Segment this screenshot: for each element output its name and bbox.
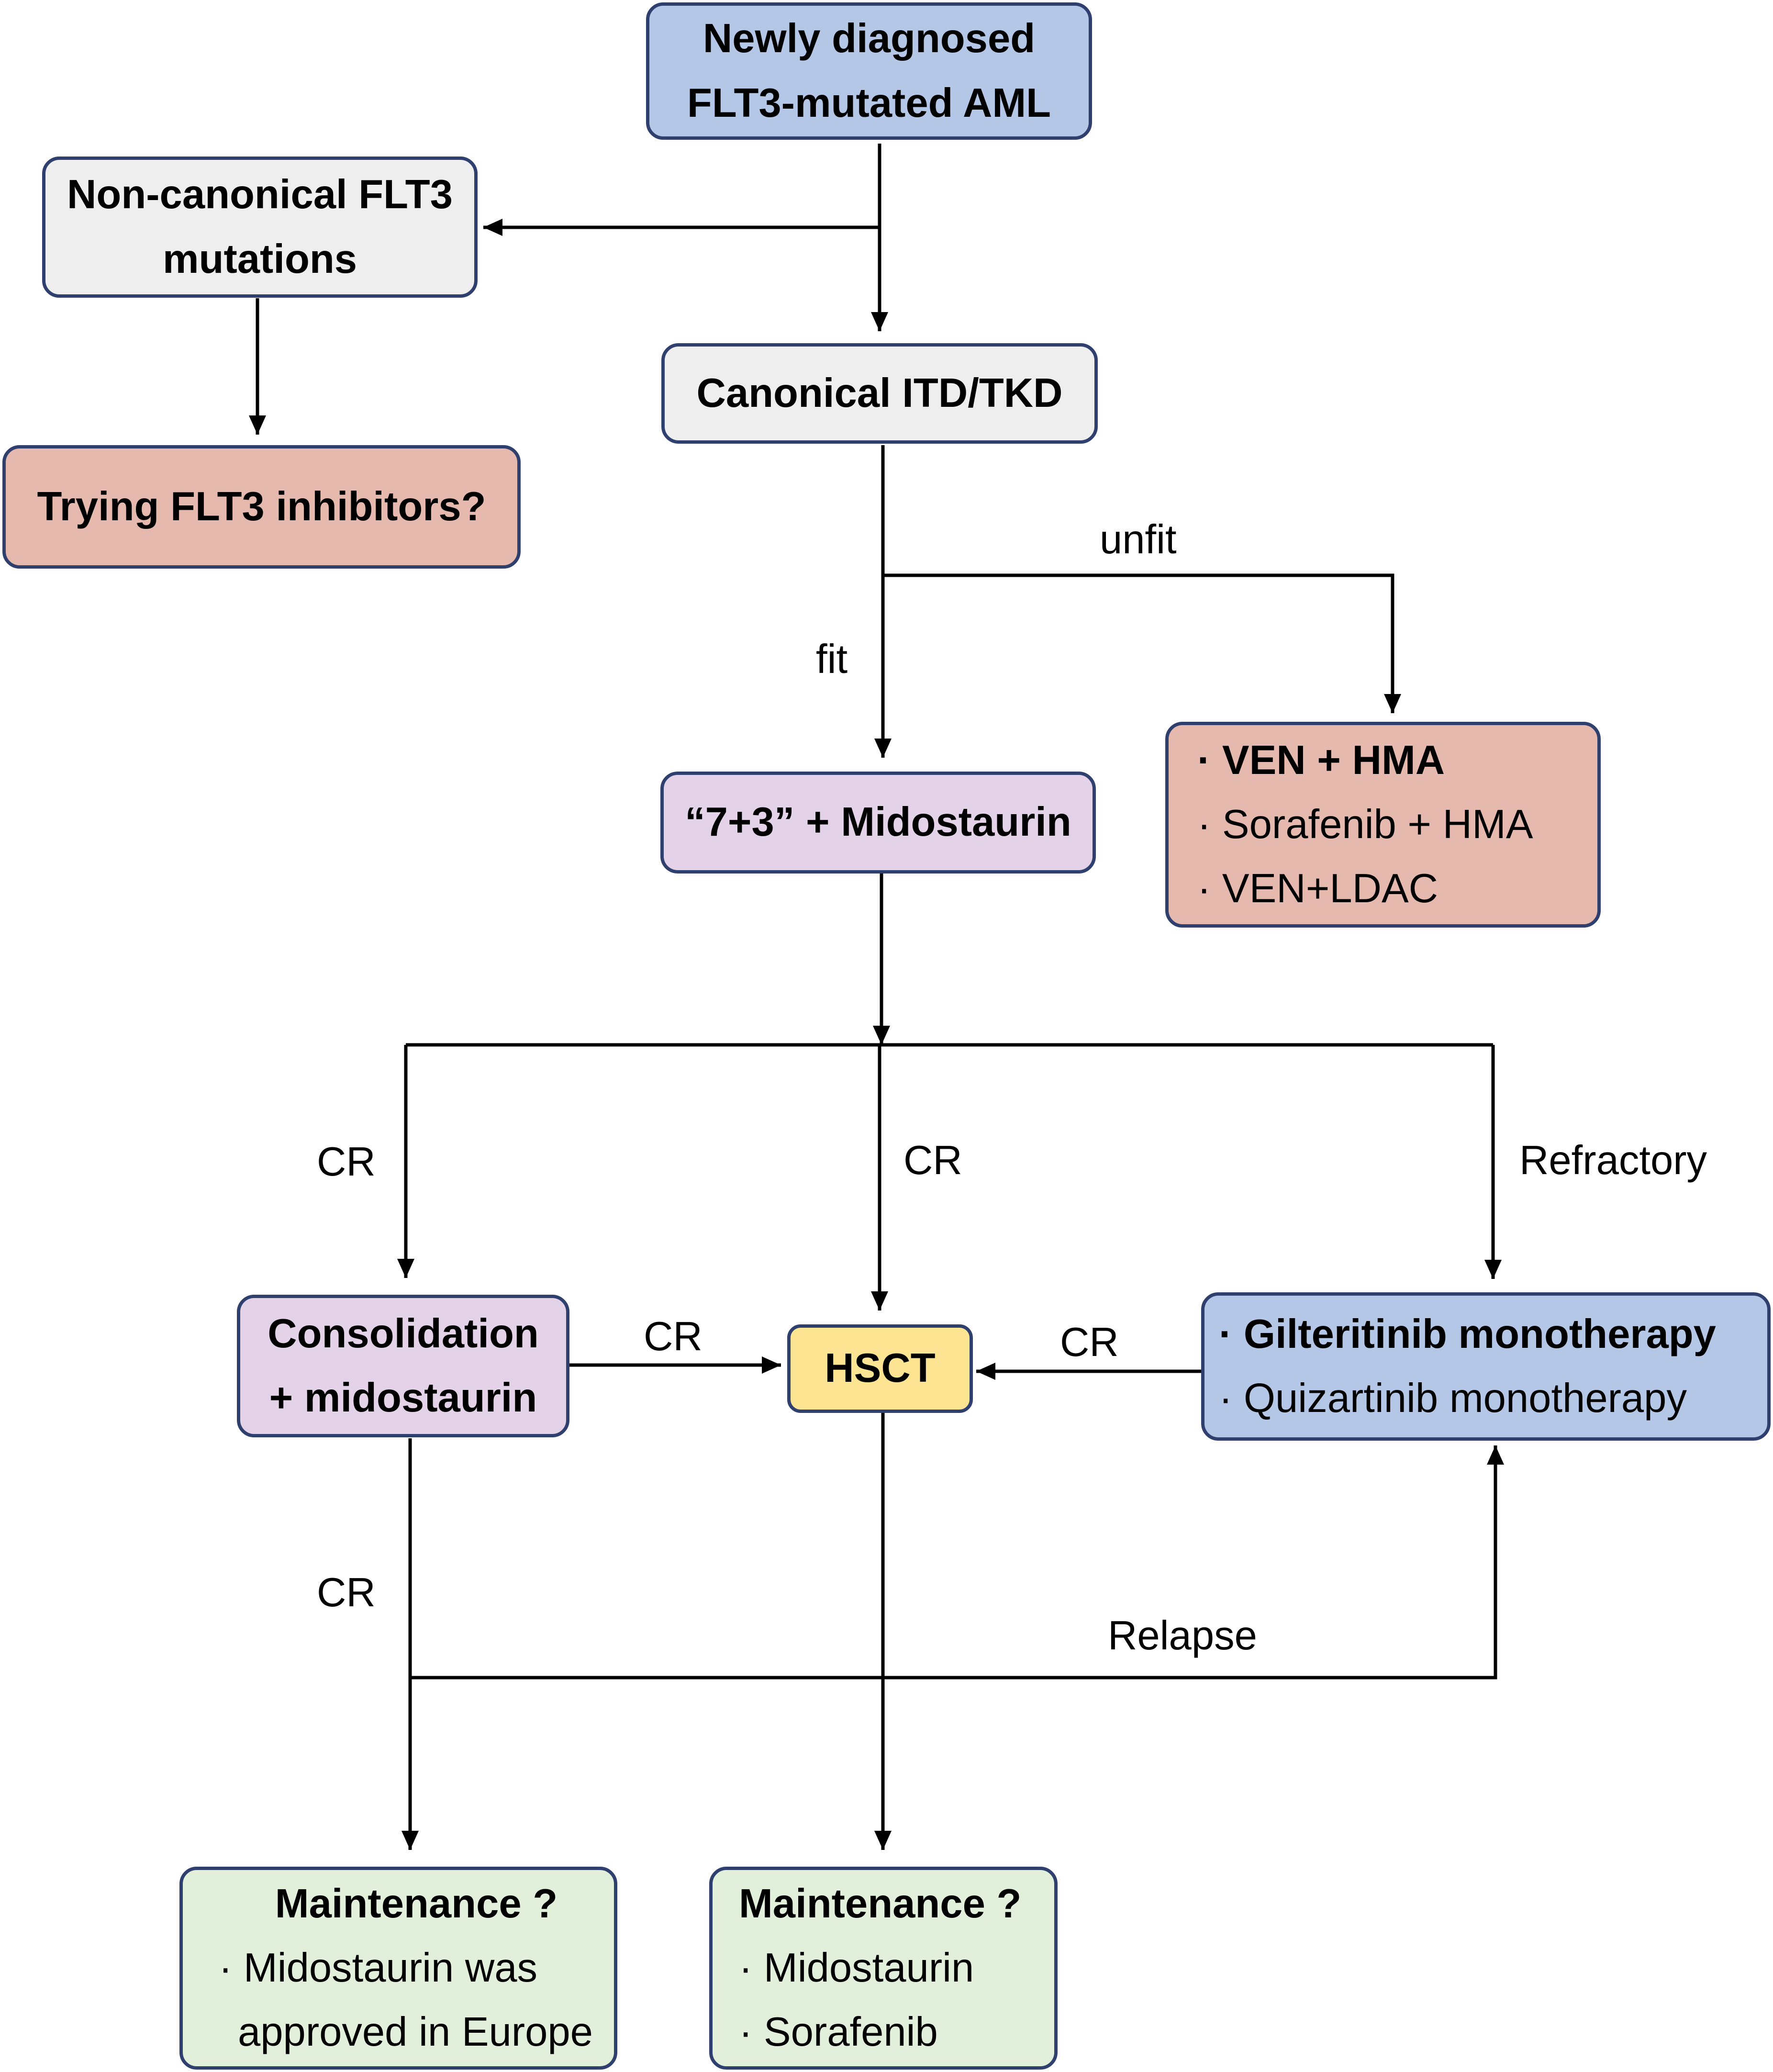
node-consolidation-line-1: Consolidation <box>268 1310 539 1356</box>
node-consolidation: Consolidation + midostaurin <box>237 1295 569 1437</box>
node-newly-diagnosed: Newly diagnosed FLT3-mutated AML <box>646 2 1092 140</box>
node-unfit-regimens-line-1: · VEN + HMA <box>1197 737 1445 783</box>
node-salvage: · Gilteritinib monotherapy · Quizartinib… <box>1201 1292 1771 1441</box>
arrow-unfit-branch <box>883 573 1401 713</box>
node-newly-diagnosed-line-2: FLT3-mutated AML <box>687 80 1051 126</box>
arrow-relapse <box>410 1445 1504 1680</box>
edge-label-unfit: unfit <box>1100 517 1177 562</box>
node-hsct-line-1: HSCT <box>825 1345 936 1391</box>
node-trying-inhibitors-line-1: Trying FLT3 inhibitors? <box>37 483 486 529</box>
edge-label-cr-left: CR <box>317 1139 376 1185</box>
edge-label-cr-consolidation-hsct: CR <box>644 1314 703 1359</box>
node-unfit-regimens-line-2: · Sorafenib + HMA <box>1197 801 1533 847</box>
node-maintenance-left-line-1: Maintenance ? <box>275 1881 558 1926</box>
node-hsct: HSCT <box>787 1324 973 1413</box>
node-trying-inhibitors: Trying FLT3 inhibitors? <box>2 445 521 569</box>
node-unfit-regimens: · VEN + HMA · Sorafenib + HMA · VEN+LDAC <box>1165 722 1601 928</box>
edge-label-cr-salvage-hsct: CR <box>1060 1320 1119 1365</box>
node-non-canonical-line-1: Non-canonical FLT3 <box>67 172 453 218</box>
edge-label-cr-lower-left: CR <box>317 1570 376 1615</box>
node-canonical: Canonical ITD/TKD <box>661 343 1098 444</box>
node-maintenance-left-line-3: approved in Europe <box>238 2009 593 2055</box>
node-maintenance-right-line-3: · Sorafenib <box>739 2009 938 2055</box>
node-maintenance-right-line-1: Maintenance ? <box>739 1881 1022 1926</box>
node-newly-diagnosed-line-1: Newly diagnosed <box>703 16 1036 62</box>
node-consolidation-line-2: + midostaurin <box>269 1375 537 1421</box>
edge-label-refractory: Refractory <box>1519 1138 1707 1183</box>
node-salvage-line-1: · Gilteritinib monotherapy <box>1219 1311 1716 1357</box>
node-maintenance-right: Maintenance ? · Midostaurin · Sorafenib <box>709 1867 1058 2070</box>
node-salvage-line-2: · Quizartinib monotherapy <box>1219 1376 1687 1421</box>
edge-label-relapse: Relapse <box>1108 1613 1257 1658</box>
edge-label-fit: fit <box>816 637 848 682</box>
node-maintenance-left: Maintenance ? · Midostaurin was approved… <box>179 1867 617 2070</box>
node-non-canonical: Non-canonical FLT3 mutations <box>42 157 478 298</box>
node-induction: “7+3” + Midostaurin <box>660 772 1096 874</box>
node-induction-line-1: “7+3” + Midostaurin <box>685 799 1071 845</box>
node-non-canonical-line-2: mutations <box>162 236 357 282</box>
edge-label-cr-center: CR <box>903 1138 962 1183</box>
node-maintenance-left-line-2: · Midostaurin was <box>219 1945 538 1991</box>
node-unfit-regimens-line-3: · VEN+LDAC <box>1197 866 1438 912</box>
node-maintenance-right-line-2: · Midostaurin <box>739 1945 974 1991</box>
node-canonical-line-1: Canonical ITD/TKD <box>696 370 1063 416</box>
